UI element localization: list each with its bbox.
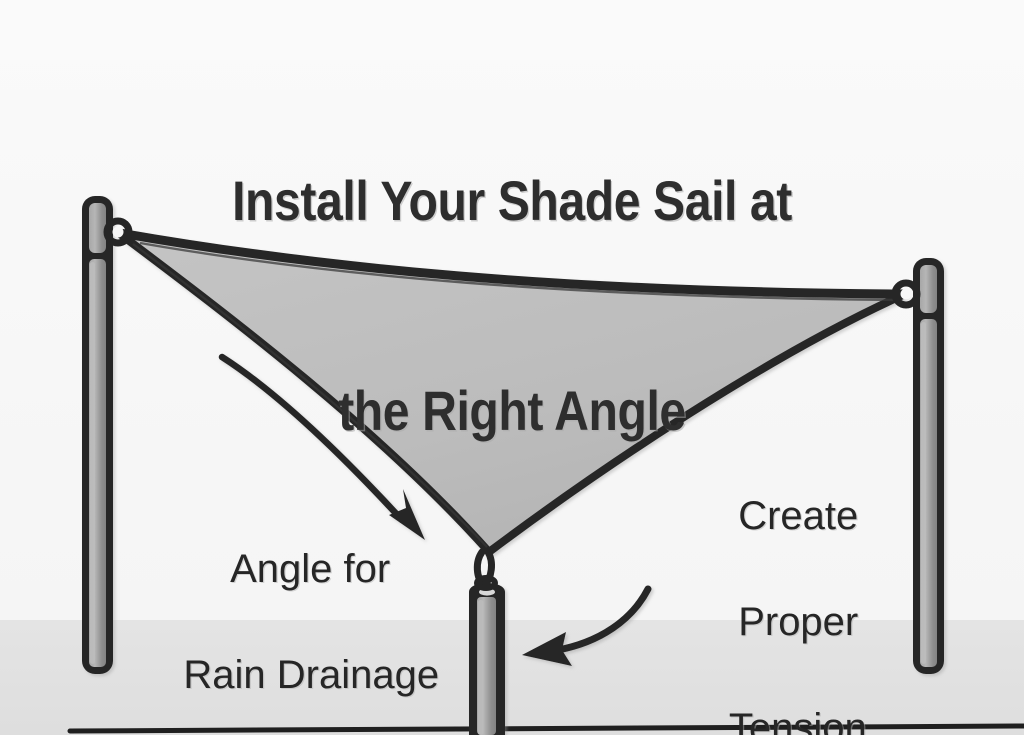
page-title: Install Your Shade Sail at the Right Ang… <box>72 26 953 586</box>
drainage-arrow <box>218 353 425 540</box>
deck-edge-line <box>67 723 1024 734</box>
right-pole-highlight <box>921 322 926 664</box>
tension-arrow <box>522 585 652 666</box>
left-pole <box>82 196 113 674</box>
right-pole-cap-face <box>920 265 937 313</box>
callout-rain-drainage-line-1: Angle for <box>230 547 391 591</box>
sail-fabric <box>122 236 900 551</box>
sail-edge-top <box>115 228 908 299</box>
ground-background <box>0 620 1024 735</box>
left-pole-cap-face <box>89 203 106 253</box>
callout-rain-drainage: Angle for Rain Drainage <box>104 490 474 735</box>
shade-sail <box>115 228 908 556</box>
sail-edge-right <box>485 291 907 556</box>
callout-proper-tension-line-2: Proper <box>738 600 859 644</box>
sail-hem-top <box>139 241 897 302</box>
callout-rain-drainage-line-2: Rain Drainage <box>183 653 440 697</box>
tension-arrow-shaft <box>554 585 652 654</box>
tension-arrow-head <box>522 632 572 666</box>
center-pole <box>469 583 505 735</box>
left-pole-highlight <box>90 262 95 664</box>
drainage-arrow-shaft <box>218 353 406 524</box>
center-eyelet-icon <box>473 548 498 591</box>
callout-proper-tension-line-3: Tension <box>728 706 867 735</box>
page-title-line-2: the Right Angle <box>338 379 686 442</box>
center-pole-highlight <box>478 600 484 735</box>
callout-proper-tension: Create Proper Tension <box>646 437 906 735</box>
sail-hem-left <box>132 243 488 548</box>
callout-proper-tension-line-1: Create <box>738 494 859 538</box>
page-title-line-1: Install Your Shade Sail at <box>232 169 792 232</box>
left-eyelet-icon <box>103 217 133 247</box>
right-pole <box>913 258 944 674</box>
drainage-arrow-head <box>389 489 425 540</box>
right-eyelet-icon <box>891 279 921 309</box>
